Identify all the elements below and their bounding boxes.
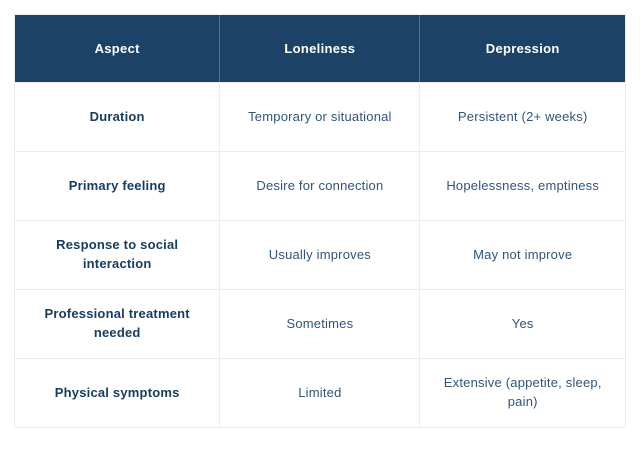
row-label-physical-symptoms: Physical symptoms [15, 358, 220, 427]
column-header-loneliness: Loneliness [219, 15, 420, 82]
header-row: Aspect Loneliness Depression [15, 15, 625, 82]
loneliness-cell-primary-feeling: Desire for connection [219, 151, 420, 220]
depression-cell-social-interaction: May not improve [419, 220, 625, 289]
depression-cell-professional-treatment: Yes [419, 289, 625, 358]
table-row-social-interaction: Response to social interaction Usually i… [15, 220, 625, 289]
comparison-table: Aspect Loneliness Depression Duration Te… [14, 14, 626, 428]
table-row-physical-symptoms: Physical symptoms Limited Extensive (app… [15, 358, 625, 427]
row-label-social-interaction: Response to social interaction [15, 220, 220, 289]
table-row-primary-feeling: Primary feeling Desire for connection Ho… [15, 151, 625, 220]
row-label-duration: Duration [15, 82, 220, 151]
depression-cell-primary-feeling: Hopelessness, emptiness [419, 151, 625, 220]
loneliness-cell-physical-symptoms: Limited [219, 358, 420, 427]
depression-cell-physical-symptoms: Extensive (appetite, sleep, pain) [419, 358, 625, 427]
column-header-aspect: Aspect [15, 15, 220, 82]
loneliness-vs-depression-table: Aspect Loneliness Depression Duration Te… [15, 15, 625, 427]
row-label-primary-feeling: Primary feeling [15, 151, 220, 220]
loneliness-cell-duration: Temporary or situational [219, 82, 420, 151]
table-row-duration: Duration Temporary or situational Persis… [15, 82, 625, 151]
loneliness-cell-social-interaction: Usually improves [219, 220, 420, 289]
depression-cell-duration: Persistent (2+ weeks) [419, 82, 625, 151]
column-header-depression: Depression [419, 15, 625, 82]
loneliness-cell-professional-treatment: Sometimes [219, 289, 420, 358]
table-row-professional-treatment: Professional treatment needed Sometimes … [15, 289, 625, 358]
row-label-professional-treatment: Professional treatment needed [15, 289, 220, 358]
